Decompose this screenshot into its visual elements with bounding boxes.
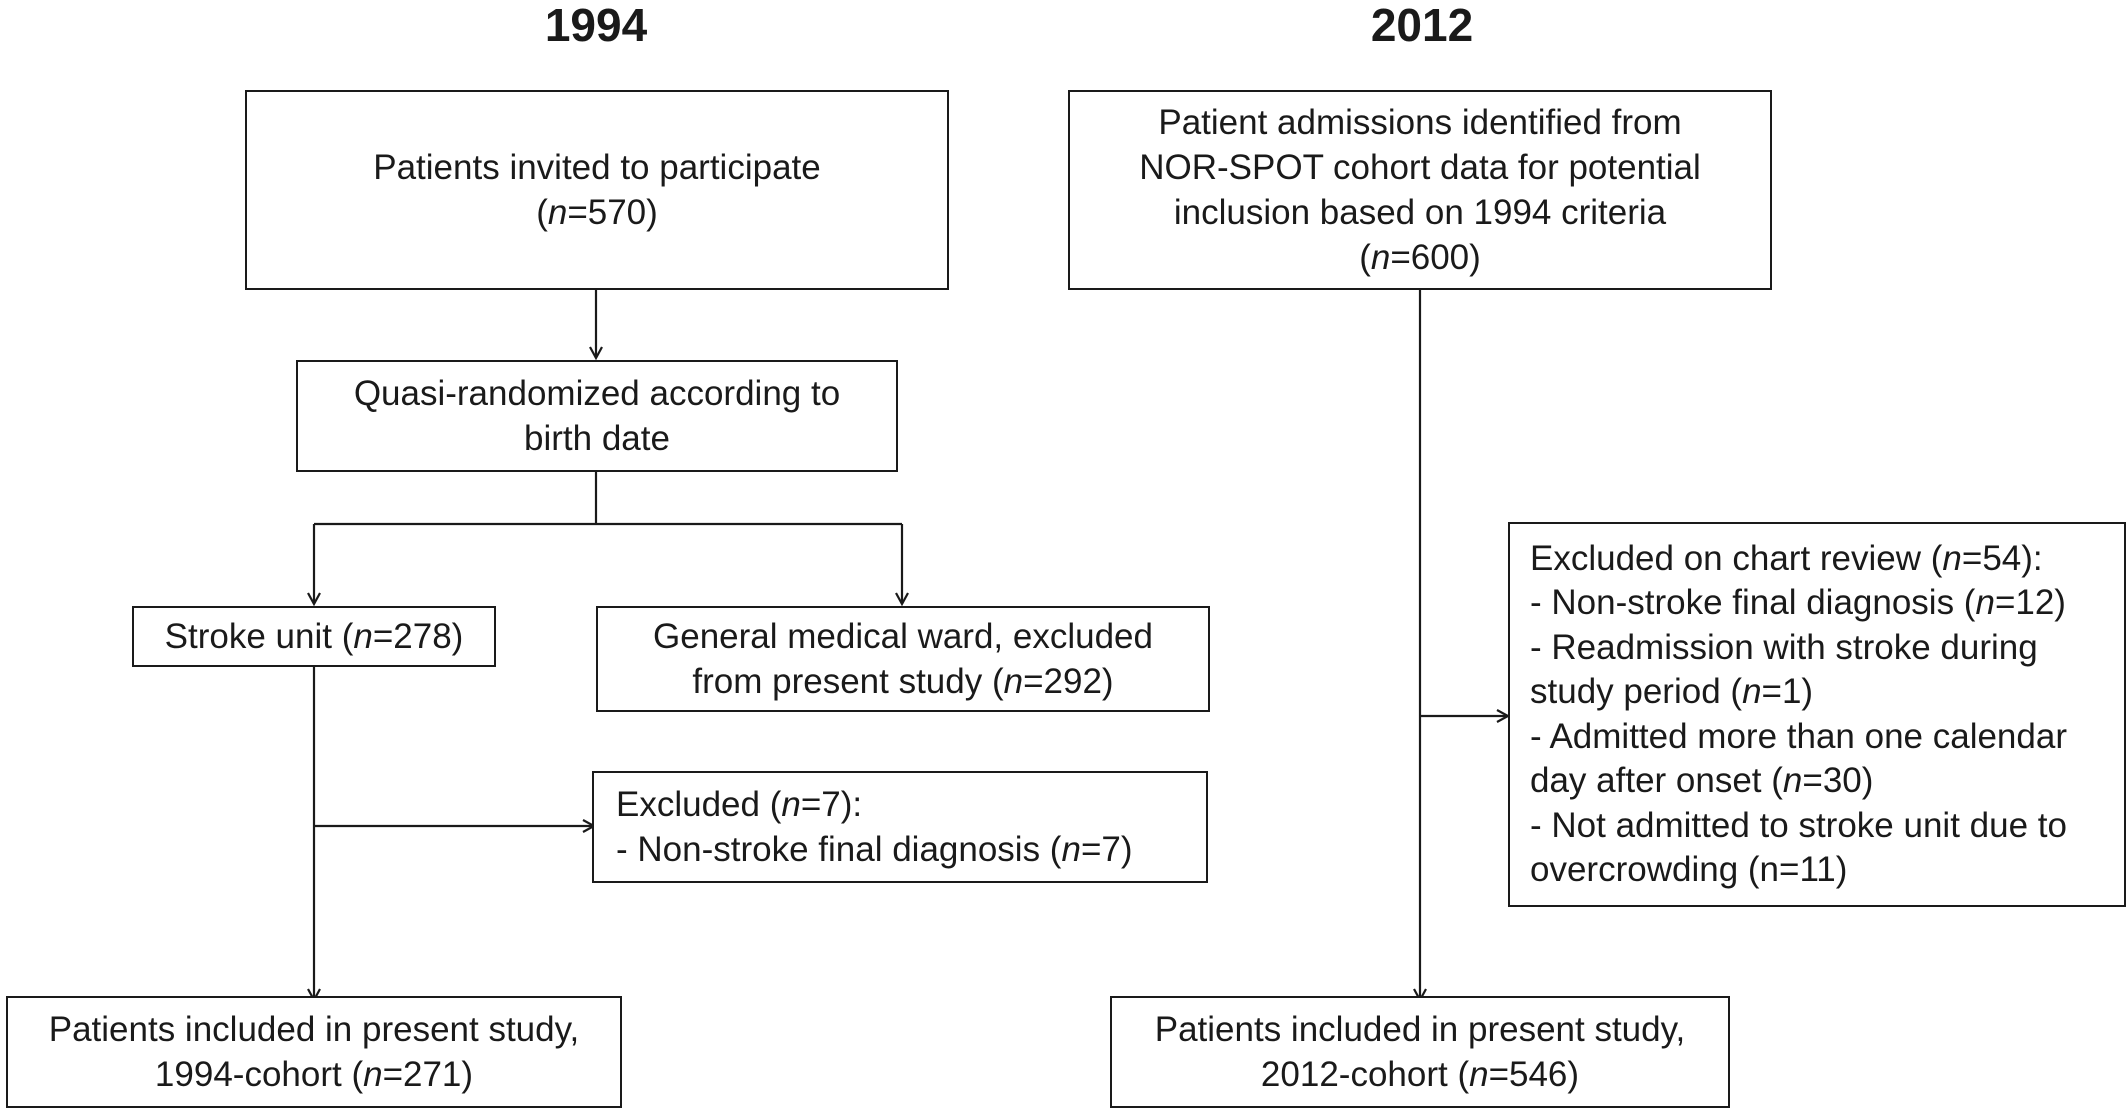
text-line: - Readmission with stroke during — [1530, 627, 2038, 667]
text-line: study period (n=1) — [1530, 672, 1814, 711]
box-quasi-randomized: Quasi-randomized according to birth date — [296, 360, 898, 472]
text-line: Patient admissions identified from — [1158, 103, 1682, 142]
text-line: NOR-SPOT cohort data for potential — [1139, 148, 1701, 187]
text-line: Quasi-randomized according to — [353, 374, 841, 413]
box-excluded-2012: Excluded on chart review (n=54): - Non-s… — [1508, 522, 2126, 907]
text-line: Patients included in present study, — [48, 1010, 580, 1049]
text-line: Excluded (n=7): — [616, 785, 863, 824]
box-stroke-unit: Stroke unit (n=278) — [132, 606, 496, 667]
text-line: (n=570) — [536, 193, 658, 232]
text-line: Excluded on chart review (n=54): — [1530, 538, 2043, 578]
text-line: Patients invited to participate — [373, 148, 821, 187]
text-line: day after onset (n=30) — [1530, 761, 1874, 800]
text-line: General medical ward, excluded — [653, 617, 1153, 656]
text-line: inclusion based on 1994 criteria — [1173, 193, 1667, 232]
text-line: (n=600) — [1359, 238, 1481, 277]
box-admissions-2012: Patient admissions identified from NOR-S… — [1068, 90, 1772, 290]
text-line: - Non-stroke final diagnosis (n=7) — [616, 830, 1133, 869]
text-line: - Admitted more than one calendar — [1530, 716, 2067, 756]
text-line: - Non-stroke final diagnosis (n=12) — [1530, 583, 2066, 622]
text-line: from present study (n=292) — [692, 662, 1114, 701]
title-1994: 1994 — [544, 0, 648, 51]
text-line: 2012-cohort (n=546) — [1260, 1055, 1580, 1094]
text-line: 1994-cohort (n=271) — [154, 1055, 474, 1094]
text-line: - Not admitted to stroke unit due to — [1530, 805, 2067, 845]
box-excluded-1994: Excluded (n=7): - Non-stroke final diagn… — [592, 771, 1208, 883]
text-line: Patients included in present study, — [1154, 1010, 1686, 1049]
text-line: birth date — [524, 419, 670, 458]
text-line: Stroke unit (n=278) — [164, 617, 464, 656]
box-patients-invited: Patients invited to participate (n=570) — [245, 90, 949, 290]
title-2012: 2012 — [1370, 0, 1474, 51]
box-included-1994: Patients included in present study, 1994… — [6, 996, 622, 1108]
box-general-ward: General medical ward, excluded from pres… — [596, 606, 1210, 712]
text-line: overcrowding (n=11) — [1530, 850, 1848, 889]
box-included-2012: Patients included in present study, 2012… — [1110, 996, 1730, 1108]
